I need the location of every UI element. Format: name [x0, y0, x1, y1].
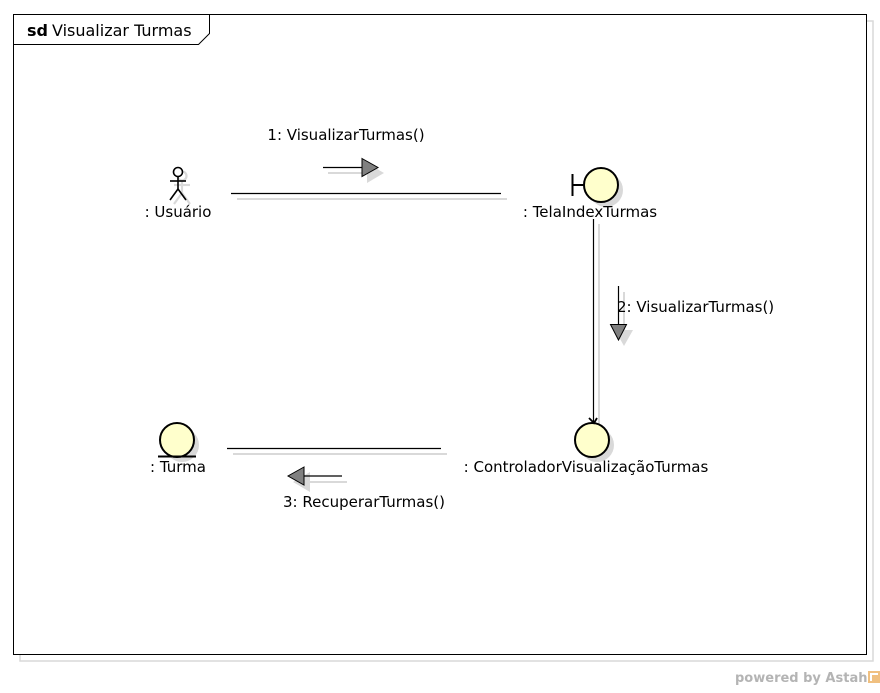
control-icon — [574, 417, 614, 462]
message-1-label: 1: VisualizarTurmas() — [267, 126, 424, 144]
lifeline-controlador-label: : ControladorVisualizaçãoTurmas — [464, 458, 709, 476]
watermark-text: powered by Astah — [735, 671, 868, 686]
lifeline-usuario-label: : Usuário — [145, 203, 212, 221]
message-3-label: 3: RecuperarTurmas() — [283, 493, 445, 511]
message-2-label: 2: VisualizarTurmas() — [617, 298, 774, 316]
lifeline-turma-label: : Turma — [150, 458, 206, 476]
astah-logo-icon — [868, 671, 880, 683]
message-2-arrow — [609, 286, 633, 346]
message-1-arrow — [323, 157, 384, 183]
frame-title-tab — [13, 14, 210, 45]
message-3-arrow — [286, 466, 347, 492]
astah-watermark: powered by Astah — [735, 671, 880, 686]
boundary-icon — [571, 167, 623, 207]
lifeline-tela-label: : TelaIndexTurmas — [523, 203, 657, 221]
diagram-frame — [13, 14, 867, 655]
actor-icon — [169, 166, 191, 205]
entity-icon — [158, 422, 199, 462]
